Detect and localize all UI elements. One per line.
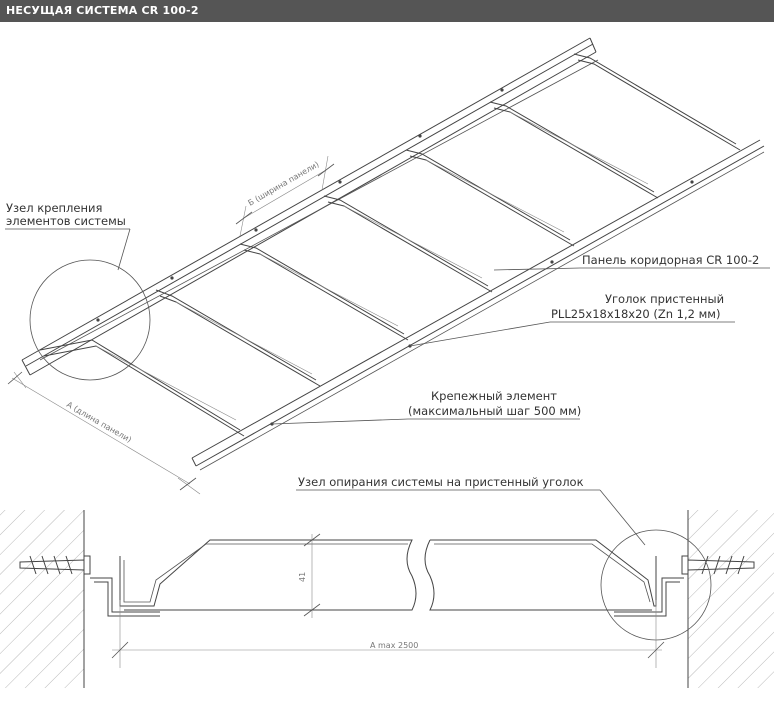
height-dimension-label: 41 xyxy=(298,572,307,582)
right-angle-profile xyxy=(614,577,684,613)
fastener-dots xyxy=(96,88,694,426)
height-dimension: 41 xyxy=(298,533,321,618)
section-view: 41 A max 2500 xyxy=(0,510,774,688)
back-wall-angle xyxy=(21,37,599,376)
panel-callout: Панель коридорная CR 100-2 xyxy=(582,253,759,267)
width-dimension-label: Б (ширина панели) xyxy=(247,160,321,208)
angle-callout-line1: Уголок пристенный xyxy=(605,292,724,306)
max-length-label: A max 2500 xyxy=(370,641,418,650)
max-length-dimension: A max 2500 xyxy=(111,600,665,668)
length-dimension-label: А (длина панели) xyxy=(65,400,133,444)
fastener-callout-line1: Крепежный элемент xyxy=(431,389,557,403)
left-wall xyxy=(0,510,84,688)
header-bar: НЕСУЩАЯ СИСТЕМА CR 100-2 xyxy=(0,0,774,22)
node-callout-line2: элементов системы xyxy=(6,214,126,228)
page-title: НЕСУЩАЯ СИСТЕМА CR 100-2 xyxy=(6,4,199,17)
fastener-callout-line2: (максимальный шаг 500 мм) xyxy=(408,404,581,418)
node-detail-circle xyxy=(29,259,151,381)
panel-section-left xyxy=(119,539,417,611)
right-anchor xyxy=(681,555,755,575)
left-angle-profile xyxy=(90,577,160,613)
node-callout-line1: Узел крепления xyxy=(6,201,102,215)
left-anchor xyxy=(19,555,91,575)
panel-ribs xyxy=(39,53,741,437)
isometric-view: Б (ширина панели) А (длина панели) xyxy=(7,37,765,495)
width-dimension: Б (ширина панели) xyxy=(235,155,335,237)
panel-section-right xyxy=(424,539,657,611)
front-wall-angle xyxy=(191,139,765,471)
angle-callout-line2: PLL25x18x18x20 (Zn 1,2 мм) xyxy=(551,307,720,321)
length-dimension: А (длина панели) xyxy=(7,371,201,495)
callout-leaders xyxy=(5,228,770,546)
support-node-callout: Узел опирания системы на пристенный угол… xyxy=(298,475,584,489)
right-wall xyxy=(688,510,774,688)
